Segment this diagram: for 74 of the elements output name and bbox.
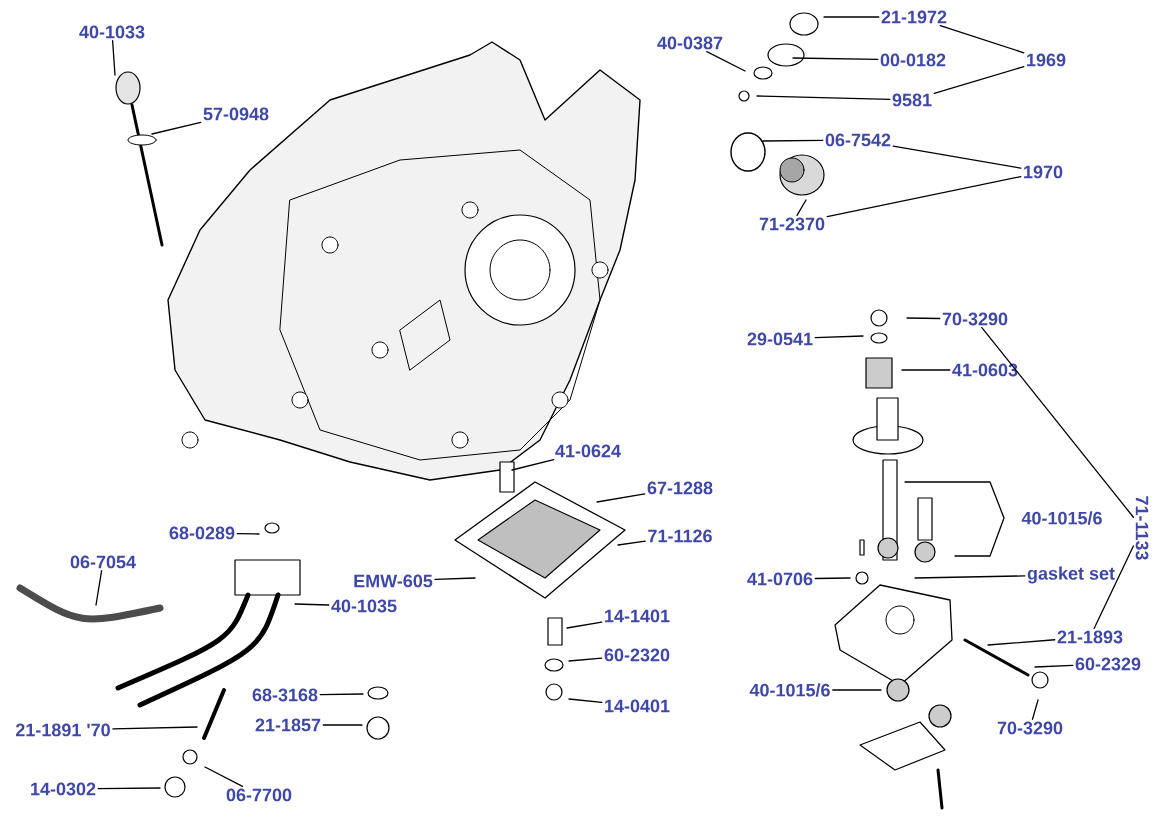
part-number: 57-0948 <box>203 107 269 121</box>
part-number: 40-1015/6 <box>1021 511 1102 525</box>
leader-line <box>434 577 476 581</box>
leader-line <box>1093 545 1135 630</box>
leader-line <box>914 575 1026 579</box>
part-number: 1969 <box>1027 53 1066 67</box>
leader-line <box>1031 699 1039 721</box>
part-number: gasket set <box>1027 566 1115 584</box>
part-number: 06-7054 <box>70 555 136 569</box>
leader-line <box>901 369 951 371</box>
leader-line <box>906 317 941 320</box>
part-number: 40-1035 <box>331 599 397 613</box>
leader-line <box>204 766 244 788</box>
part-number: 67-1288 <box>647 481 713 495</box>
leader-line <box>706 50 746 72</box>
leader-line <box>596 493 646 503</box>
part-number: 29-0541 <box>747 332 813 346</box>
part-number: 14-0401 <box>605 699 670 713</box>
part-number: 21-1972 <box>881 10 947 24</box>
leader-line <box>814 335 864 339</box>
leader-line <box>792 57 879 61</box>
part-number: 21-1857 <box>255 718 321 732</box>
leader-line <box>1034 664 1074 668</box>
part-number: EMW-605 <box>354 574 433 588</box>
part-number: 60-2329 <box>1075 657 1141 671</box>
leader-line <box>933 65 1025 95</box>
part-number: 14-1401 <box>605 609 670 623</box>
leader-line <box>236 532 260 535</box>
leader-line <box>617 540 646 546</box>
part-number: 71-2370 <box>759 217 825 231</box>
leader-line <box>568 657 603 662</box>
leader-line <box>892 145 1022 169</box>
leader-line <box>939 24 1025 54</box>
part-number: 21-1891 '70 <box>15 723 110 737</box>
leader-line <box>826 175 1022 218</box>
leader-line <box>112 726 198 730</box>
part-number: 40-0387 <box>657 36 723 50</box>
part-number: 06-7542 <box>825 133 891 147</box>
leader-line <box>111 39 116 76</box>
leader-line <box>322 724 363 726</box>
leader-line <box>814 577 851 580</box>
leader-line <box>981 326 1135 518</box>
part-number: 70-3290 <box>997 721 1063 735</box>
leader-line <box>151 121 202 135</box>
part-number: 06-7700 <box>226 788 292 802</box>
leader-line <box>566 621 603 629</box>
part-number: 70-3290 <box>942 312 1008 326</box>
leader-line <box>568 698 603 703</box>
part-number: 00-0182 <box>880 53 946 67</box>
part-number: 40-1033 <box>79 25 145 39</box>
leader-line <box>987 639 1056 646</box>
part-number: 1970 <box>1024 165 1063 179</box>
leader-line <box>762 139 824 142</box>
part-number: 68-3168 <box>252 688 318 702</box>
part-number: 41-0624 <box>555 444 621 458</box>
part-number: 14-0302 <box>31 782 96 796</box>
leader-line <box>97 787 161 790</box>
part-number: 60-2320 <box>604 648 670 662</box>
leader-line <box>823 16 880 18</box>
leader-line <box>832 689 882 691</box>
part-number: 41-0603 <box>952 363 1018 377</box>
part-number: 9581 <box>892 93 932 107</box>
leader-line <box>756 95 891 101</box>
leader-line <box>294 603 330 606</box>
part-number: 21-1893 <box>1057 630 1123 644</box>
leader-line <box>95 569 103 606</box>
leader-line <box>796 199 807 217</box>
part-number: 40-1015/6 <box>749 683 830 697</box>
leader-line <box>319 693 364 696</box>
part-number: 68-0289 <box>169 526 235 540</box>
leader-line <box>511 458 555 471</box>
part-number: 71-1133 <box>1135 496 1149 560</box>
part-number: 41-0706 <box>747 572 813 586</box>
part-number: 71-1126 <box>648 529 712 543</box>
